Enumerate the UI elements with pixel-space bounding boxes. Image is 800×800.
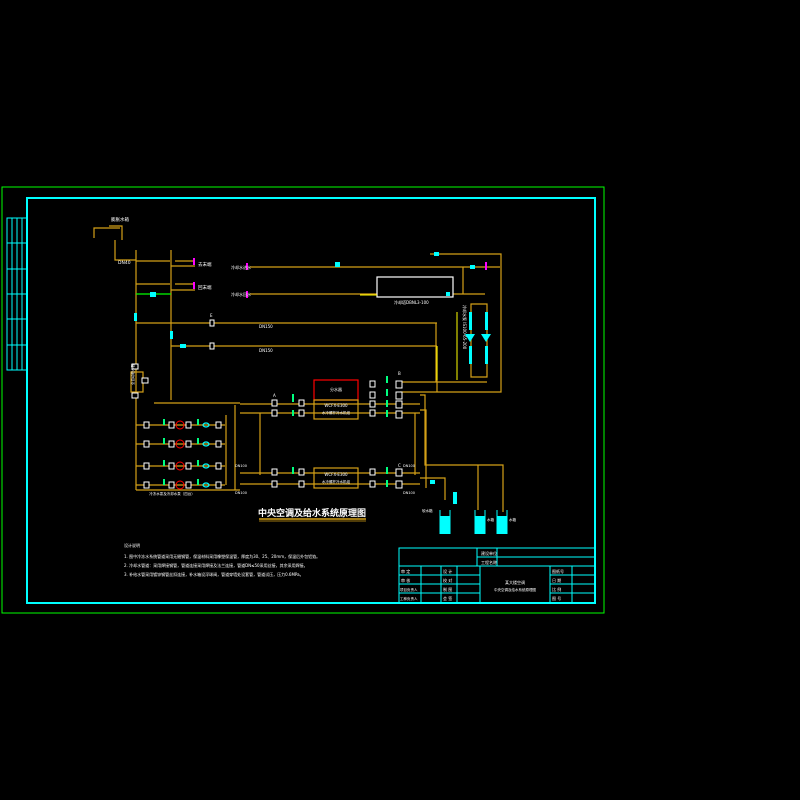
- tb-cell: 图纸号: [552, 568, 564, 574]
- note-line: 3. 补给水管采用镀锌钢管丝扣连接，补水箱设浮球阀，管道穿墙处设套管，管道试压，…: [124, 571, 304, 577]
- softener-label: 全自动软水器: [130, 364, 135, 385]
- pipe-label-1: DN150: [259, 324, 273, 329]
- cooling-pumps: [134, 252, 491, 364]
- dn-label: DN100: [403, 464, 415, 468]
- distributor-label: 分水器: [330, 386, 342, 392]
- chiller-2-label: 水冷螺杆冷水机组: [322, 479, 350, 484]
- project-label: 工程名称: [481, 559, 497, 565]
- design-notes: 设计说明 1. 图中冷冻水系统管道采用无缝钢管，保温材料采用橡塑保温管，厚度为3…: [124, 542, 320, 577]
- tb-cell: 图 号: [552, 595, 561, 601]
- notes-heading: 设计说明: [124, 542, 140, 548]
- side-strip: [6, 217, 28, 371]
- title-block-text: 建设单位 工程名称 审 定 设 计 审 核 校 对 项目负责人 制 图 工种负责…: [400, 550, 564, 601]
- note-line: 2. 冷却水管道：采用焊接钢管，管道连接采用焊接及法兰连接，管道DN≤50采用丝…: [124, 562, 308, 568]
- pipe-network: [93, 225, 504, 512]
- tank-label: 软水箱: [422, 508, 433, 513]
- marker-b: B: [398, 371, 401, 376]
- inner-frame: [26, 197, 596, 604]
- tb-cell: 比 例: [552, 586, 561, 592]
- pipe-label-2: DN150: [259, 348, 273, 353]
- tb-cell: 日 期: [552, 577, 561, 583]
- return-label: 回末端: [198, 284, 212, 291]
- tb-cell: 校 对: [443, 577, 452, 583]
- marker-a: A: [273, 393, 276, 398]
- chiller-2: [313, 467, 359, 489]
- outer-frame: [1, 186, 605, 614]
- tb-cell: 设 计: [443, 568, 452, 574]
- cooling-tower-label: 冷却塔DBNL3-100: [394, 299, 429, 305]
- dn-label: DN100: [235, 464, 247, 468]
- tb-cell: 工种负责人: [400, 596, 418, 601]
- diagram-labels: 膨胀水箱 DN40 去末端 回末端 冷却水进水 冷却水回水 冷却塔DBNL3-1…: [111, 216, 517, 522]
- chiller-1: [313, 399, 359, 420]
- water-tanks: [430, 480, 508, 534]
- note-line: 1. 图中冷冻水系统管道采用无缝钢管，保温材料采用橡塑保温管，厚度为30、25、…: [124, 553, 320, 559]
- cooling-pump-label: 冷却水泵 IS100-65-200: [462, 305, 468, 350]
- tb-cell: 会 签: [443, 595, 452, 601]
- cooling-in-label: 冷却水进水: [231, 264, 251, 270]
- title-block: [398, 547, 596, 604]
- marker-e: E: [210, 313, 213, 318]
- marker-c: C: [398, 463, 401, 468]
- valves: [131, 319, 403, 489]
- dn-label: DN100: [235, 491, 247, 495]
- dn-label: DN100: [403, 491, 415, 495]
- tb-cell: 审 定: [401, 568, 410, 574]
- drawing-title: 中央空调及给水系统原理图: [258, 507, 366, 519]
- client-label: 建设单位: [481, 550, 497, 556]
- tank-label: 水箱: [487, 517, 495, 522]
- tb-drawing-name: 中央空调及给水系统原理图: [494, 587, 536, 592]
- supply-label: 去末端: [198, 261, 212, 268]
- pump-rows: [143, 376, 388, 490]
- tb-project-name: 某大楼空调: [505, 579, 525, 585]
- tank-label: 水箱: [509, 517, 517, 522]
- expansion-tank-label: 膨胀水箱: [111, 216, 129, 223]
- pump-group-label: 冷冻水泵及冷却水泵（四台）: [149, 491, 195, 496]
- chiller-1-model: WCFX-E300: [324, 403, 348, 408]
- tb-cell: 审 核: [401, 577, 410, 583]
- chiller-2-model: WCFX-E300: [324, 472, 348, 477]
- tb-cell: 项目负责人: [400, 587, 418, 592]
- tb-cell: 制 图: [443, 586, 452, 592]
- flex-joints: [193, 258, 487, 298]
- makeup-label: DN40: [118, 260, 131, 266]
- chiller-1-label: 水冷螺杆冷水机组: [322, 410, 350, 415]
- cooling-out-label: 冷却水回水: [231, 291, 251, 297]
